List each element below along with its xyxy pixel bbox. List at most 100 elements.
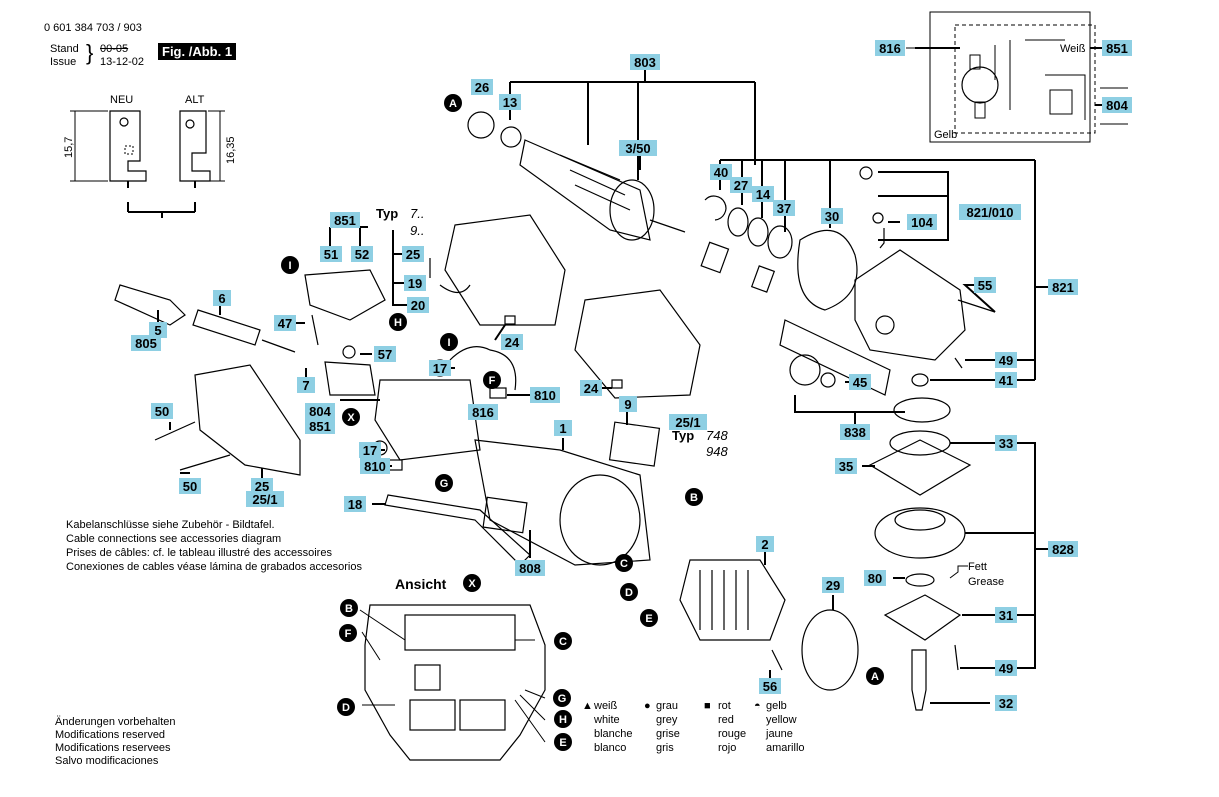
sleeve bbox=[700, 241, 730, 274]
callout-label: 35 bbox=[835, 458, 857, 474]
changes-note: Modifications reserved bbox=[55, 729, 166, 741]
legend-red-fr: rouge bbox=[718, 728, 747, 740]
callout-background bbox=[756, 536, 774, 552]
callout-background bbox=[251, 478, 273, 494]
pin bbox=[879, 228, 885, 249]
screw-50 bbox=[154, 421, 196, 441]
callout-text: 6 bbox=[218, 291, 225, 306]
switch-base-pad-left bbox=[409, 699, 456, 731]
cable-note: Prises de câbles: cf. le tableau illustr… bbox=[66, 547, 332, 559]
circle-marker: G bbox=[553, 689, 571, 707]
callout-label: 810 bbox=[530, 387, 560, 403]
part-24b bbox=[611, 379, 623, 389]
issue-label: Issue bbox=[50, 56, 77, 68]
part-41 bbox=[911, 373, 929, 387]
cord-guard-6 bbox=[192, 309, 261, 346]
callout-text: 17 bbox=[363, 443, 377, 458]
callout-label: 31 bbox=[995, 607, 1017, 623]
callout-background bbox=[246, 491, 284, 507]
handle-cover-25 bbox=[194, 364, 301, 476]
housing-half-25 bbox=[444, 214, 566, 326]
callout-label: 828 bbox=[1048, 541, 1078, 557]
callout-label: 808 bbox=[515, 560, 545, 576]
marker-letter: I bbox=[288, 260, 291, 272]
new-bracket-hole bbox=[119, 117, 129, 127]
marker-letter: H bbox=[559, 714, 567, 726]
cable bbox=[449, 346, 517, 391]
callout-text: 851 bbox=[309, 419, 331, 434]
callout-label: 804 bbox=[1102, 97, 1132, 113]
pinion-frame bbox=[779, 319, 891, 396]
gear-head-parts: Fett Grease bbox=[700, 166, 1004, 711]
callout-background bbox=[730, 177, 752, 193]
callout-label: 41 bbox=[995, 372, 1017, 388]
legend-yellow-en: yellow bbox=[766, 714, 797, 726]
callout-background bbox=[359, 442, 381, 458]
callout-label: 2 bbox=[756, 536, 774, 552]
callout-text: 13 bbox=[503, 95, 517, 110]
old-bracket-shape bbox=[179, 110, 211, 182]
marker-letter: F bbox=[345, 628, 352, 640]
callout-text: 104 bbox=[911, 215, 933, 230]
gear-housing bbox=[854, 249, 966, 361]
callout-text: 810 bbox=[364, 459, 386, 474]
callout-text: 19 bbox=[408, 276, 422, 291]
callout-label: 33 bbox=[995, 435, 1017, 451]
callout-background bbox=[974, 277, 996, 293]
cord-and-handle bbox=[114, 284, 301, 476]
typ-label-top: Typ bbox=[376, 206, 398, 221]
callout-background bbox=[759, 678, 781, 694]
gasket-35 bbox=[868, 439, 972, 496]
callout-label: 49 bbox=[995, 352, 1017, 368]
marker-letter: C bbox=[620, 558, 628, 570]
oring-33 bbox=[889, 430, 951, 456]
callout-background bbox=[821, 208, 843, 224]
armature-rotor bbox=[519, 139, 651, 241]
callout-label: 19 bbox=[404, 275, 426, 291]
changes-note: Modifications reservees bbox=[55, 742, 171, 754]
callout-label: 25/1 bbox=[246, 491, 284, 507]
screw-47 bbox=[311, 314, 319, 346]
leader-25-typ bbox=[392, 230, 415, 306]
circle-marker: H bbox=[389, 313, 407, 331]
marker-dot bbox=[620, 583, 638, 601]
marker-letter: H bbox=[394, 317, 402, 329]
callout-label: 49 bbox=[995, 660, 1017, 676]
callout-label: 805 bbox=[131, 335, 161, 351]
callout-label: 851 bbox=[330, 212, 360, 228]
new-date: 13-12-02 bbox=[100, 56, 145, 68]
callout-text: 49 bbox=[999, 353, 1013, 368]
callout-background bbox=[407, 297, 429, 313]
callout-text: 25 bbox=[406, 247, 420, 262]
circle-marker: A bbox=[866, 667, 884, 685]
callout-background bbox=[849, 374, 871, 390]
callout-text: 31 bbox=[999, 608, 1013, 623]
callout-text: 804 bbox=[309, 404, 331, 419]
marker-letter: D bbox=[342, 702, 350, 714]
callout-background bbox=[374, 346, 396, 362]
callout-label: 27 bbox=[730, 177, 752, 193]
doc-number: 0 601 384 703 / 903 bbox=[44, 22, 142, 34]
marker-dot bbox=[615, 554, 633, 572]
callout-text: 816 bbox=[879, 41, 901, 56]
callout-text: 805 bbox=[135, 336, 157, 351]
callout-text: 851 bbox=[334, 213, 356, 228]
typ-top-2: 9.. bbox=[410, 223, 424, 238]
grease-pointer bbox=[949, 565, 968, 579]
circle-marker: X bbox=[342, 408, 360, 426]
legend-yellow-de: gelb bbox=[766, 700, 787, 712]
legend-white-fr: blanche bbox=[594, 728, 633, 740]
switch-base-pad-right bbox=[459, 699, 506, 731]
callout-background bbox=[995, 695, 1017, 711]
switch-7 bbox=[324, 361, 376, 396]
brace: } bbox=[86, 40, 94, 65]
callout-background bbox=[580, 380, 602, 396]
bearing-13 bbox=[500, 126, 522, 148]
cable-note: Kabelanschlüsse siehe Zubehör - Bildtafe… bbox=[66, 519, 275, 531]
leader-803 bbox=[509, 70, 756, 180]
callout-text: 804 bbox=[1106, 98, 1128, 113]
callout-text: 5 bbox=[154, 323, 161, 338]
callout-text: 55 bbox=[978, 278, 992, 293]
new-bracket-dash bbox=[124, 145, 134, 155]
